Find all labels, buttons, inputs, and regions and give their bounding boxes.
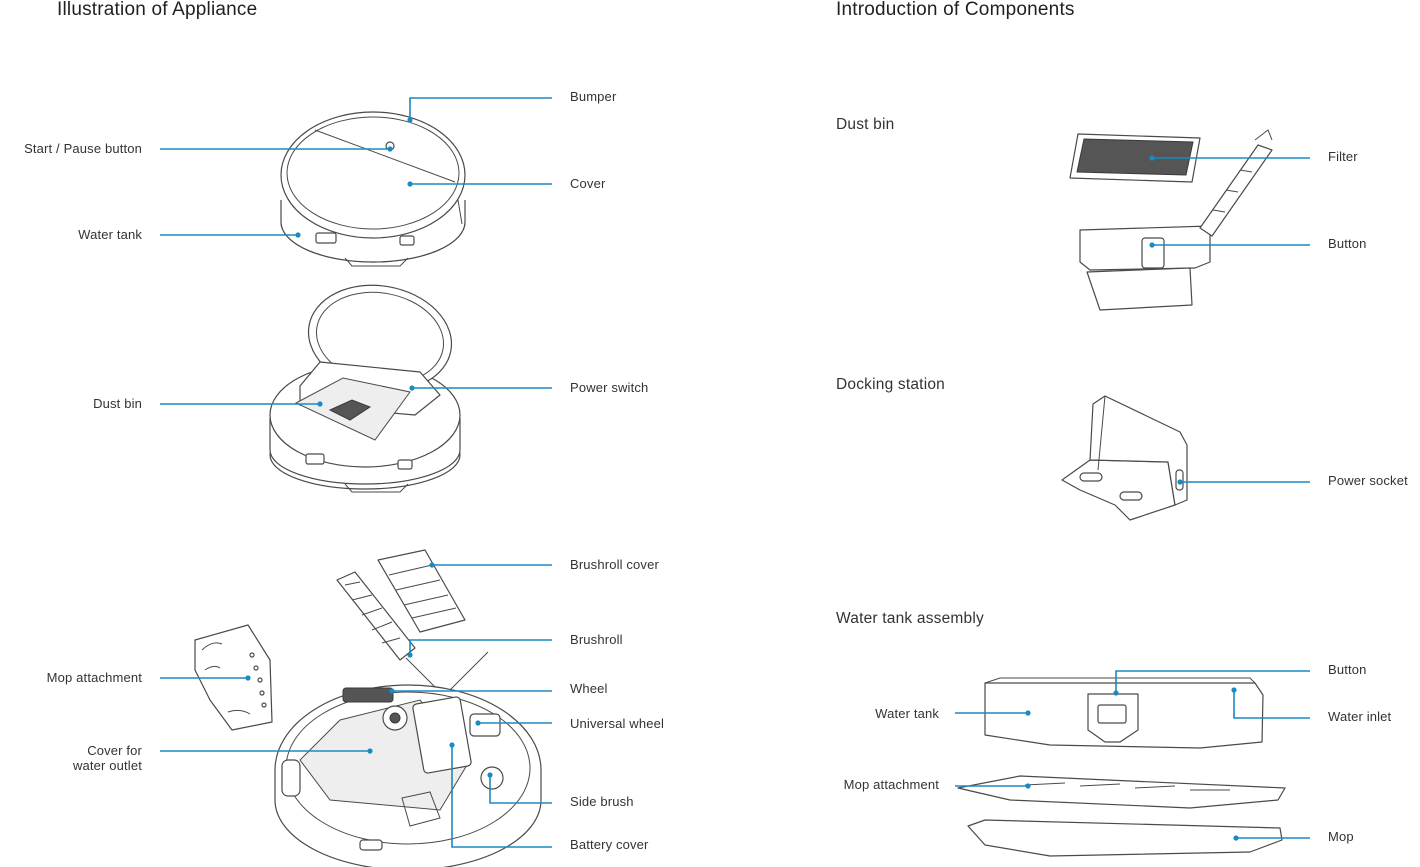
callout-lines-right (955, 155, 1310, 841)
subtitle-dust-bin: Dust bin (836, 116, 895, 133)
label-water-tank: Water tank (78, 227, 142, 242)
label-power-socket: Power socket (1328, 473, 1408, 488)
label-power-switch: Power switch (570, 380, 649, 395)
label-cover-water-outlet-line2: water outlet (72, 758, 142, 773)
label-filter: Filter (1328, 149, 1358, 164)
robot-open-lid-drawing (269, 284, 461, 493)
label-start-pause-button: Start / Pause button (24, 141, 142, 156)
label-cover: Cover (570, 176, 606, 191)
label-universal-wheel: Universal wheel (570, 716, 665, 731)
label-wheel: Wheel (570, 681, 608, 696)
section-title-appliance: Illustration of Appliance (57, 0, 258, 20)
dust-bin-drawing (1069, 129, 1273, 311)
label-side-brush: Side brush (570, 794, 634, 809)
water-tank-assembly-drawing (957, 677, 1286, 857)
label-mop: Mop (1328, 829, 1354, 844)
label-bumper: Bumper (570, 89, 617, 104)
label-brushroll-cover: Brushroll cover (570, 557, 659, 572)
section-title-components: Introduction of Components (836, 0, 1075, 20)
label-water-tank-component: Water tank (875, 706, 939, 721)
subtitle-docking-station: Docking station (836, 376, 945, 393)
label-water-tank-button: Button (1328, 662, 1367, 677)
robot-top-view-drawing (280, 111, 466, 267)
label-mop-attachment: Mop attachment (46, 670, 142, 685)
label-brushroll: Brushroll (570, 632, 623, 647)
docking-station-drawing (1061, 395, 1188, 521)
label-water-inlet: Water inlet (1328, 709, 1392, 724)
robot-bottom-view-drawing (194, 549, 542, 867)
label-dust-bin-button: Button (1328, 236, 1367, 251)
subtitle-water-tank-assembly: Water tank assembly (836, 610, 984, 627)
label-mop-attachment-component: Mop attachment (843, 777, 939, 792)
label-battery-cover: Battery cover (570, 837, 649, 852)
label-cover-water-outlet-line1: Cover for (87, 743, 142, 758)
label-dust-bin: Dust bin (93, 396, 142, 411)
callout-lines-left (160, 97, 552, 848)
